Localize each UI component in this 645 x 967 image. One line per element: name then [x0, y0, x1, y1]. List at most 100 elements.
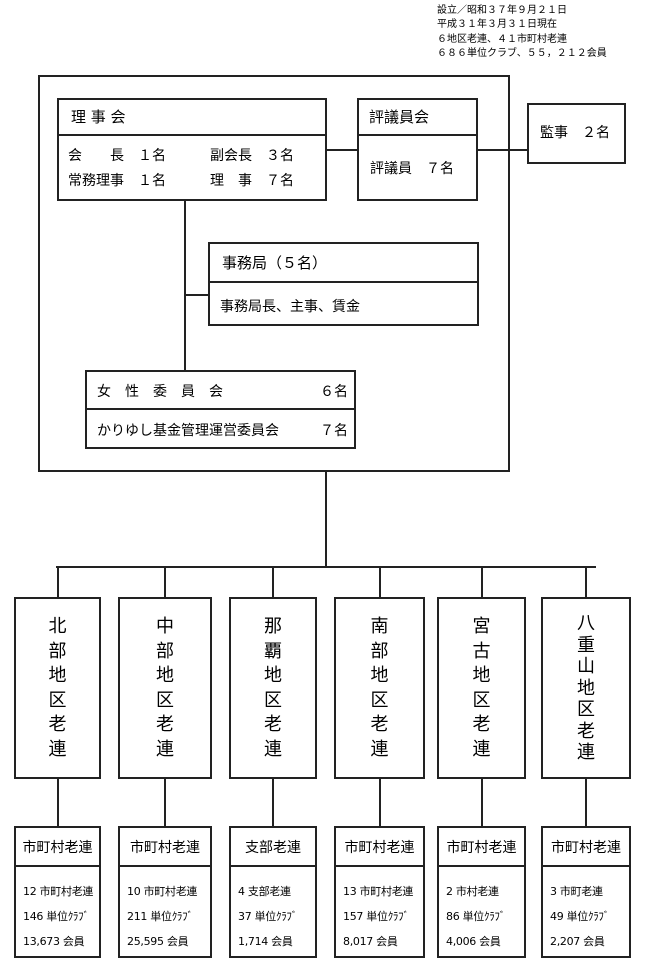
region-sub-title: 市町村老連	[446, 840, 517, 856]
region-name: 南部地区老連	[336, 615, 423, 762]
women-committee-count: ６名	[320, 384, 348, 400]
region-lower-connector	[164, 779, 166, 827]
secretariat-staff: 事務局長、主事、賃金	[220, 299, 360, 315]
region-name-char: 区	[48, 689, 67, 711]
region-stat-members: 13,673 会員	[23, 935, 85, 948]
region-stat-orgs: 2 市村老連	[446, 885, 499, 898]
region-lower-connector	[272, 779, 274, 827]
women-committee-label: 女 性 委 員 会	[97, 384, 223, 400]
region-name-char: 那	[264, 616, 282, 637]
region-trunk	[325, 472, 327, 567]
region-box: 宮古地区老連	[437, 597, 526, 779]
region-lower-connector	[585, 779, 587, 827]
region-name-char: 老	[48, 714, 67, 735]
region-name-char: 地	[48, 665, 67, 686]
region-name-char: 地	[264, 665, 282, 686]
region-sub-title: 支部老連	[245, 840, 301, 856]
region-stat-orgs: 10 市町村老連	[127, 885, 198, 898]
establishment-info: 設立／昭和３７年９月２１日 平成３１年３月３１日現在 ６地区老連、４１市町村老連…	[437, 4, 607, 61]
region-lower-connector	[379, 779, 381, 827]
region-stat-clubs: 37 単位ｸﾗﾌﾞ	[238, 910, 298, 923]
region-name-char: 地	[156, 665, 174, 686]
committees-divider	[85, 408, 356, 410]
board-title: 理 事 会	[71, 108, 126, 126]
region-name-char: 覇	[264, 640, 282, 662]
region-stat-clubs: 49 単位ｸﾗﾌﾞ	[550, 910, 610, 923]
council-divider	[357, 134, 478, 136]
region-name-char: 区	[264, 689, 282, 711]
region-stats-divider	[439, 865, 524, 867]
region-stats-divider	[16, 865, 99, 867]
region-name-char: 宮	[472, 616, 491, 637]
region-lower-connector	[481, 779, 483, 827]
region-box: 那覇地区老連	[229, 597, 317, 779]
region-stat-members: 1,714 会員	[238, 935, 293, 948]
region-name-char: 中	[156, 616, 174, 637]
region-name-char: 連	[370, 738, 389, 760]
region-stats-divider	[336, 865, 423, 867]
board-box	[57, 98, 327, 201]
fund-committee-label: かりゆし基金管理運営委員会	[97, 423, 279, 439]
board-president: 会 長 １名	[68, 148, 166, 164]
region-drop	[379, 566, 381, 598]
region-name-char: 北	[48, 616, 67, 637]
region-name-char: 区	[370, 689, 389, 711]
office-connector	[184, 294, 209, 296]
region-name-char: 地	[472, 665, 491, 686]
secretariat-box	[208, 242, 479, 326]
board-divider	[57, 134, 327, 136]
region-name-char: 連	[48, 738, 67, 760]
auditor-connector	[478, 149, 528, 151]
secretariat-divider	[208, 281, 479, 283]
region-name-char: 古	[472, 640, 491, 662]
region-name-char: 重	[577, 634, 595, 656]
board-managing-director: 常務理事 １名	[68, 173, 166, 189]
region-name-char: 老	[264, 714, 282, 735]
region-box: 八重山地区老連	[541, 597, 631, 779]
region-name-char: 老	[156, 714, 174, 735]
board-directors: 理 事 ７名	[210, 173, 294, 189]
region-name: 那覇地区老連	[231, 615, 315, 762]
region-name-char: 区	[577, 699, 595, 720]
board-stem	[184, 201, 186, 371]
region-drop	[57, 566, 59, 598]
info-line: ６８６単位クラブ、５５，２１２会員	[437, 47, 607, 59]
region-stat-clubs: 157 単位ｸﾗﾌﾞ	[343, 910, 409, 923]
region-name-char: 老	[472, 714, 491, 735]
secretariat-title: 事務局（５名）	[222, 254, 328, 272]
region-sub-title: 市町村老連	[344, 840, 415, 856]
region-name-char: 連	[577, 742, 595, 763]
region-name: 八重山地区老連	[543, 613, 629, 764]
region-stat-clubs: 211 単位ｸﾗﾌﾞ	[127, 910, 193, 923]
region-sub-title: 市町村老連	[551, 840, 621, 856]
auditor-box	[527, 103, 626, 164]
region-name-char: 地	[577, 677, 595, 699]
region-name: 中部地区老連	[120, 615, 210, 762]
region-stat-clubs: 86 単位ｸﾗﾌﾞ	[446, 910, 506, 923]
region-name-char: 部	[48, 640, 67, 662]
region-stat-members: 4,006 会員	[446, 935, 501, 948]
council-title: 評議員会	[369, 108, 430, 126]
region-name: 北部地区老連	[16, 615, 99, 762]
auditor-label: 監事 ２名	[540, 125, 610, 141]
region-box: 南部地区老連	[334, 597, 425, 779]
region-name-char: 区	[156, 689, 174, 711]
region-name-char: 地	[370, 665, 389, 686]
region-drop	[164, 566, 166, 598]
info-line: 平成３１年３月３１日現在	[437, 19, 557, 31]
region-name: 宮古地区老連	[439, 615, 524, 762]
board-vice-president: 副会長 ３名	[210, 148, 294, 164]
region-name-char: 部	[370, 640, 389, 662]
region-stat-orgs: 12 市町村老連	[23, 885, 94, 898]
region-stats-divider	[543, 865, 629, 867]
region-drop	[585, 566, 587, 598]
region-name-char: 連	[156, 738, 174, 760]
region-name-char: 山	[577, 656, 595, 677]
region-box: 北部地区老連	[14, 597, 101, 779]
region-name-char: 八	[577, 613, 595, 634]
region-name-char: 部	[156, 640, 174, 662]
region-stats-box: 市町村老連 2 市村老連 86 単位ｸﾗﾌﾞ 4,006 会員	[437, 826, 526, 958]
region-sub-title: 市町村老連	[130, 840, 200, 856]
